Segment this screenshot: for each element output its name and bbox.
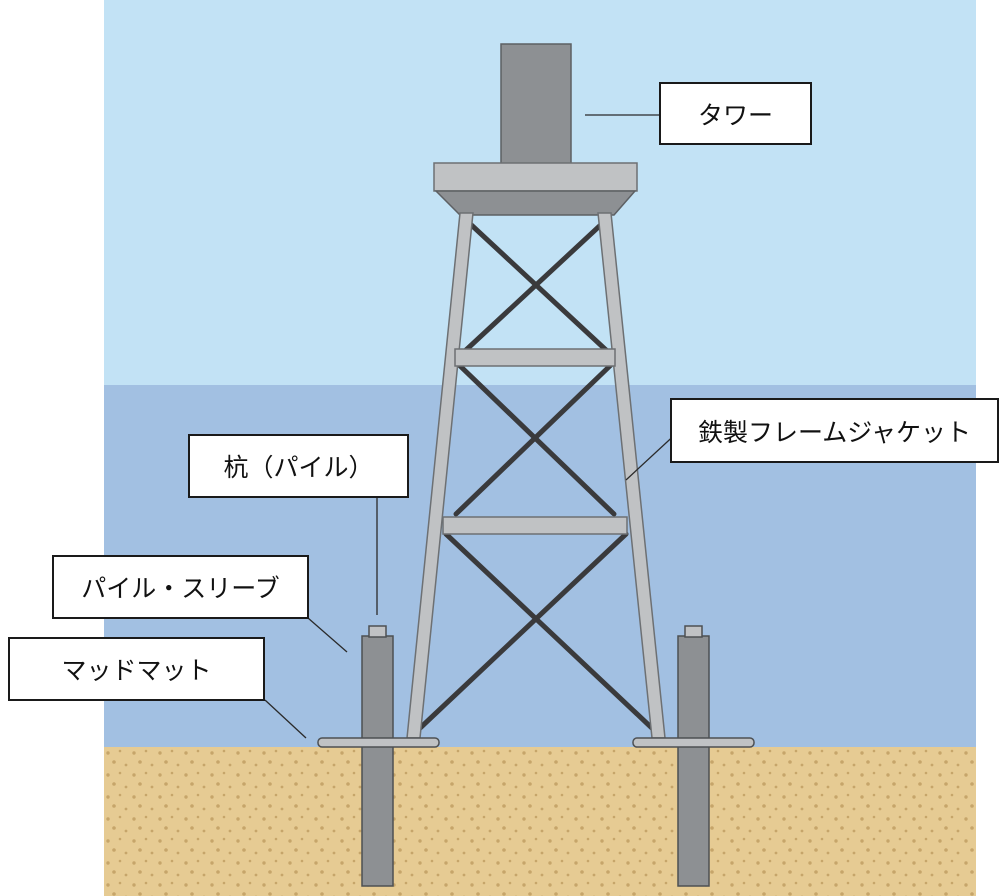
pile-cap-right bbox=[684, 625, 703, 638]
mud-mat-right bbox=[632, 737, 755, 748]
label-pile-sleeve: パイル・スリーブ bbox=[52, 555, 309, 619]
pile-cap-left bbox=[368, 625, 387, 638]
leader-mud-mat bbox=[264, 699, 307, 739]
leader-pile-sleeve bbox=[307, 617, 348, 653]
tower bbox=[500, 43, 572, 165]
top-platform bbox=[433, 162, 638, 192]
transition-piece bbox=[434, 190, 637, 216]
label-mud-mat: マッドマット bbox=[8, 637, 265, 701]
seabed-dots bbox=[104, 747, 976, 896]
label-tower: タワー bbox=[659, 82, 812, 145]
pile-left bbox=[361, 635, 394, 887]
horizontal-member-lower bbox=[442, 516, 628, 535]
horizontal-member-upper bbox=[454, 348, 616, 367]
label-jacket: 鉄製フレームジャケット bbox=[670, 398, 999, 463]
mud-mat-left bbox=[317, 737, 440, 748]
pile-right bbox=[677, 635, 710, 887]
cross-bracing bbox=[415, 217, 657, 733]
label-pile: 杭（パイル） bbox=[188, 434, 409, 498]
